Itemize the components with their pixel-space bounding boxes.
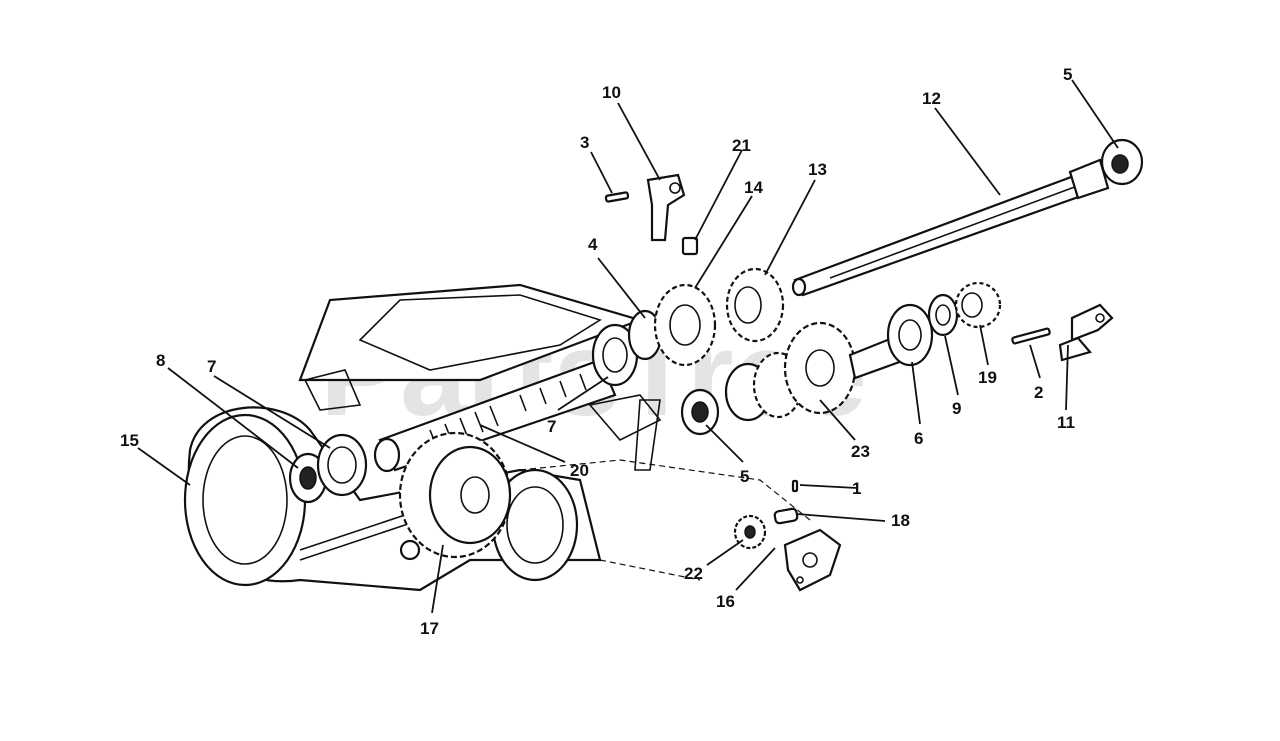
gear-13 <box>725 267 785 343</box>
bearing-5-middle <box>680 388 720 436</box>
callout-18: 18 <box>891 511 910 530</box>
transmission-housing <box>183 283 644 592</box>
callout-13: 13 <box>808 160 827 179</box>
gear-19 <box>954 281 1002 329</box>
callout-22: 22 <box>684 564 703 583</box>
callout-12: 12 <box>922 89 941 108</box>
callout-1: 1 <box>852 479 861 498</box>
callout-17: 17 <box>420 619 439 638</box>
callout-16: 16 <box>716 592 735 611</box>
plate-16 <box>783 528 842 592</box>
pin-2 <box>1011 327 1051 345</box>
ring-9 <box>927 293 959 337</box>
callout-7-center: 7 <box>547 417 556 436</box>
callout-7-left: 7 <box>207 357 216 376</box>
callout-9: 9 <box>952 399 961 418</box>
bearing-6 <box>886 303 934 367</box>
callout-10: 10 <box>602 83 621 102</box>
callout-labels: 1 2 3 4 5 5 6 7 7 8 9 10 11 12 13 14 15 … <box>120 65 1075 638</box>
callout-19: 19 <box>978 368 997 387</box>
bearing-5-top <box>1100 138 1144 186</box>
key-21 <box>681 236 699 256</box>
callout-2: 2 <box>1034 383 1043 402</box>
callout-20: 20 <box>570 461 589 480</box>
callout-4: 4 <box>588 235 598 254</box>
bearing-7-center <box>591 323 639 387</box>
callout-5-middle: 5 <box>740 467 749 486</box>
callout-8: 8 <box>156 351 165 370</box>
callout-14: 14 <box>744 178 763 197</box>
shift-fork-10 <box>646 173 686 242</box>
callout-11: 11 <box>1057 413 1075 432</box>
callout-15: 15 <box>120 431 139 450</box>
pin-18 <box>773 507 799 525</box>
callout-6: 6 <box>914 429 923 448</box>
callout-3: 3 <box>580 133 589 152</box>
cover-plate <box>588 394 662 471</box>
assembly-line-2 <box>599 559 701 581</box>
callout-5-top: 5 <box>1063 65 1072 84</box>
bearing-7-left <box>316 433 368 497</box>
pin-3 <box>604 191 630 203</box>
pin-1 <box>791 479 799 493</box>
gear-17 <box>398 431 512 559</box>
assembly-line-1 <box>519 459 811 521</box>
callout-21: 21 <box>732 136 751 155</box>
callout-23: 23 <box>851 442 870 461</box>
leader-lines <box>137 79 1119 614</box>
shaft-12 <box>791 158 1110 297</box>
gear-14 <box>653 283 717 367</box>
